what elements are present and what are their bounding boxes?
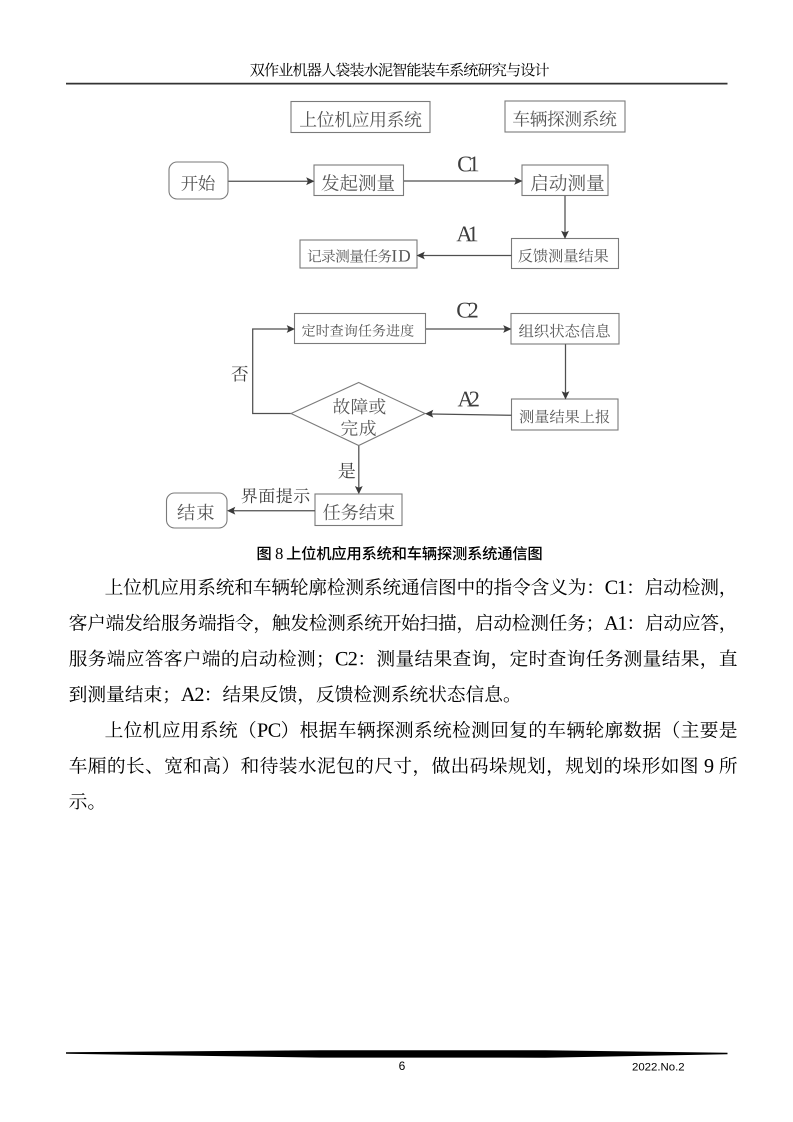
svg-text:2022.No.2: 2022.No.2 xyxy=(632,1062,685,1074)
svg-text:6: 6 xyxy=(399,1059,406,1073)
